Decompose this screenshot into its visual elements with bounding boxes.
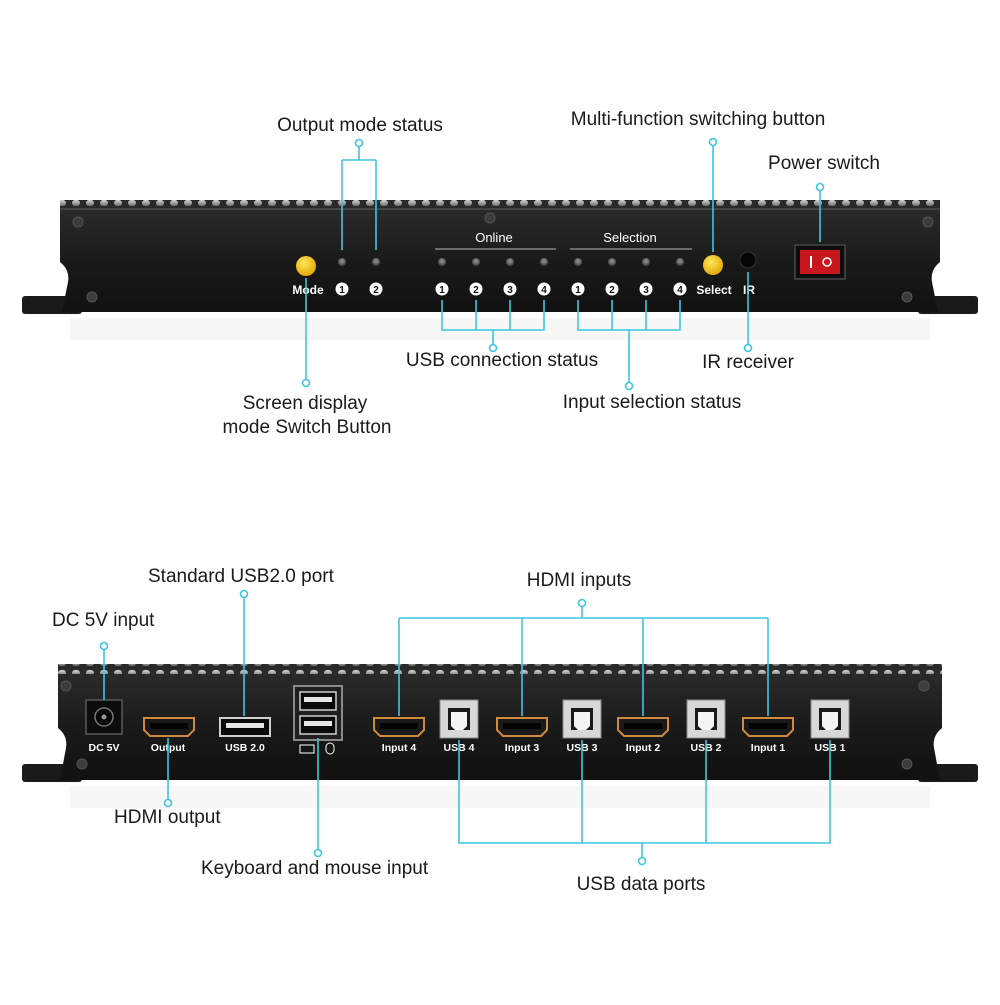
port-label-input2: Input 2 (626, 742, 661, 754)
usb20-port[interactable] (219, 717, 271, 737)
selection-number: 3 (643, 285, 649, 296)
callout-standard-usb: Standard USB2.0 port (148, 566, 334, 587)
screw (901, 758, 913, 770)
callout-power-switch: Power switch (768, 153, 880, 174)
port-label-input1: Input 1 (751, 742, 786, 754)
online-label: Online (475, 230, 513, 245)
keyboard-icon (299, 744, 315, 754)
front-reflection (70, 318, 930, 340)
dc-5v-jack[interactable] (85, 699, 123, 735)
output-mode-number-badge (369, 282, 383, 296)
online-led (472, 258, 480, 266)
online-number-badge (537, 282, 551, 296)
online-led (540, 258, 548, 266)
hdmi-input-1-port[interactable] (742, 717, 794, 737)
front-panel: Mode 1 2 Online 1 2 3 4 Selection (22, 200, 978, 340)
hdmi-input-2-port[interactable] (617, 717, 669, 737)
ir-label: IR (743, 283, 755, 297)
callout-hdmi-inputs: HDMI inputs (526, 570, 632, 591)
online-number: 4 (541, 285, 547, 296)
front-top-fins (60, 200, 940, 210)
power-switch-rocker[interactable] (800, 250, 840, 274)
usb-4-port[interactable] (439, 699, 479, 739)
selection-number: 1 (575, 285, 581, 296)
callout-multi-function-button: Multi-function switching button (570, 109, 826, 130)
callout-usb-data-ports: USB data ports (576, 874, 706, 895)
mode-label: Mode (292, 283, 324, 297)
screw (60, 680, 72, 692)
online-number: 1 (439, 285, 445, 296)
ir-receiver-window (739, 251, 757, 269)
screw (76, 758, 88, 770)
output-mode-led-1 (338, 258, 346, 266)
select-button[interactable] (703, 255, 723, 275)
back-leaders (99, 589, 831, 866)
screw (86, 291, 98, 303)
callout-input-selection-status: Input selection status (562, 392, 742, 413)
callout-screen-display-line1: Screen display (242, 393, 368, 414)
port-label-dc: DC 5V (89, 742, 120, 754)
port-label-usb20: USB 2.0 (225, 742, 265, 754)
online-number-badge (503, 282, 517, 296)
power-off-icon (822, 257, 832, 267)
front-body (60, 208, 940, 312)
select-label: Select (696, 283, 731, 297)
screw (901, 291, 913, 303)
callout-ir-receiver: IR receiver (702, 352, 794, 373)
mouse-icon (325, 742, 335, 755)
back-reflection (70, 786, 930, 808)
selection-number-badge (673, 282, 687, 296)
back-top-fins (58, 664, 942, 674)
screw (918, 680, 930, 692)
keyboard-mouse-ports[interactable] (293, 685, 343, 741)
output-mode-number: 2 (373, 285, 379, 296)
hdmi-input-3-port[interactable] (496, 717, 548, 737)
selection-leds: 1 2 3 4 (571, 258, 687, 296)
back-panel: DC 5V Output USB 2.0 Input 4 (22, 664, 978, 808)
selection-led (676, 258, 684, 266)
port-label-input3: Input 3 (505, 742, 540, 754)
output-mode-number-badge (335, 282, 349, 296)
online-number-badge (469, 282, 483, 296)
output-mode-led-2 (372, 258, 380, 266)
screw (922, 216, 934, 228)
mode-button[interactable] (296, 256, 316, 276)
online-number-badge (435, 282, 449, 296)
output-mode-number: 1 (339, 285, 345, 296)
online-led (506, 258, 514, 266)
selection-led (608, 258, 616, 266)
callout-hdmi-output: HDMI output (114, 807, 221, 828)
callout-usb-connection-status: USB connection status (405, 350, 599, 371)
hdmi-input-4-port[interactable] (373, 717, 425, 737)
callout-screen-display-line2: mode Switch Button (222, 417, 392, 438)
usb-1-port[interactable] (810, 699, 850, 739)
screw (72, 216, 84, 228)
front-leaders (301, 137, 825, 391)
selection-number-badge (605, 282, 619, 296)
callout-output-mode-status: Output mode status (277, 115, 443, 136)
selection-led (642, 258, 650, 266)
selection-number-badge (639, 282, 653, 296)
screw (484, 212, 496, 224)
selection-led (574, 258, 582, 266)
callout-dc-input: DC 5V input (52, 610, 155, 631)
online-leds: 1 2 3 4 (435, 258, 551, 296)
usb-2-port[interactable] (686, 699, 726, 739)
port-label-input4: Input 4 (382, 742, 417, 754)
hdmi-output-port[interactable] (143, 717, 195, 737)
online-number: 3 (507, 285, 513, 296)
online-number: 2 (473, 285, 479, 296)
selection-label: Selection (603, 230, 656, 245)
selection-number-badge (571, 282, 585, 296)
online-led (438, 258, 446, 266)
callout-keyboard-mouse: Keyboard and mouse input (201, 858, 429, 879)
selection-number: 4 (677, 285, 683, 296)
selection-number: 2 (609, 285, 615, 296)
usb-3-port[interactable] (562, 699, 602, 739)
